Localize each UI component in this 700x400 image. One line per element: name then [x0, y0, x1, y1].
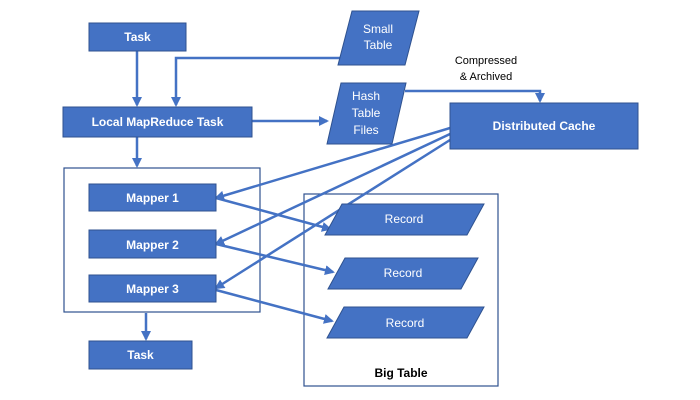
small-table-node: Small Table [337, 10, 420, 66]
arrow-cache-to-mapper-1 [214, 126, 451, 201]
mapper-group-frame [63, 167, 261, 313]
mapper-3-label: Mapper 3 [126, 282, 179, 296]
hash-table-files-node: Hash Table Files [326, 82, 407, 145]
small-table-label-line-2: Table [364, 38, 393, 52]
record-2-node: Record [327, 257, 479, 290]
compressed-archived-label-line-1: Compressed [455, 55, 517, 67]
local-mapreduce-task-label: Local MapReduce Task [92, 115, 224, 129]
small-table-label-line-1: Small [363, 22, 393, 36]
distributed-cache-node: Distributed Cache [449, 102, 639, 150]
record-3-label: Record [386, 316, 425, 330]
record-1-label: Record [385, 212, 424, 226]
arrow-cache-to-mapper-2 [214, 132, 451, 246]
big-table-label: Big Table [374, 366, 427, 380]
record-1-node: Record [324, 203, 485, 236]
record-3-node: Record [326, 306, 485, 339]
task-bottom-label: Task [127, 348, 154, 362]
distributed-cache-label: Distributed Cache [493, 119, 596, 133]
arrow-hash-to-cache [405, 89, 545, 103]
mapper-2-node: Mapper 2 [88, 229, 217, 259]
task-top-label: Task [124, 30, 151, 44]
task-bottom-node: Task [88, 340, 193, 370]
arrow-small-table-to-local [171, 56, 344, 107]
mapper-3-node: Mapper 3 [88, 274, 217, 303]
record-2-label: Record [384, 266, 423, 280]
mapper-1-node: Mapper 1 [88, 183, 217, 212]
arrow-cache-to-mapper-3 [214, 138, 451, 290]
arrow-mapper-3-to-record-3 [215, 288, 334, 324]
mapper-2-label: Mapper 2 [126, 238, 179, 252]
arrow-mapper-2-to-record-2 [215, 242, 335, 276]
arrow-mapper-1-to-record-1 [215, 196, 332, 232]
big-table-frame [303, 193, 499, 387]
hash-table-files-label-line-2: Table [352, 106, 381, 120]
compressed-archived-label-line-2: & Archived [460, 71, 513, 83]
hash-table-files-label-line-1: Hash [352, 89, 380, 103]
mapper-1-label: Mapper 1 [126, 191, 179, 205]
hash-table-files-label-line-3: Files [353, 123, 378, 137]
local-mapreduce-task-node: Local MapReduce Task [62, 106, 253, 138]
task-top-node: Task [88, 22, 187, 52]
